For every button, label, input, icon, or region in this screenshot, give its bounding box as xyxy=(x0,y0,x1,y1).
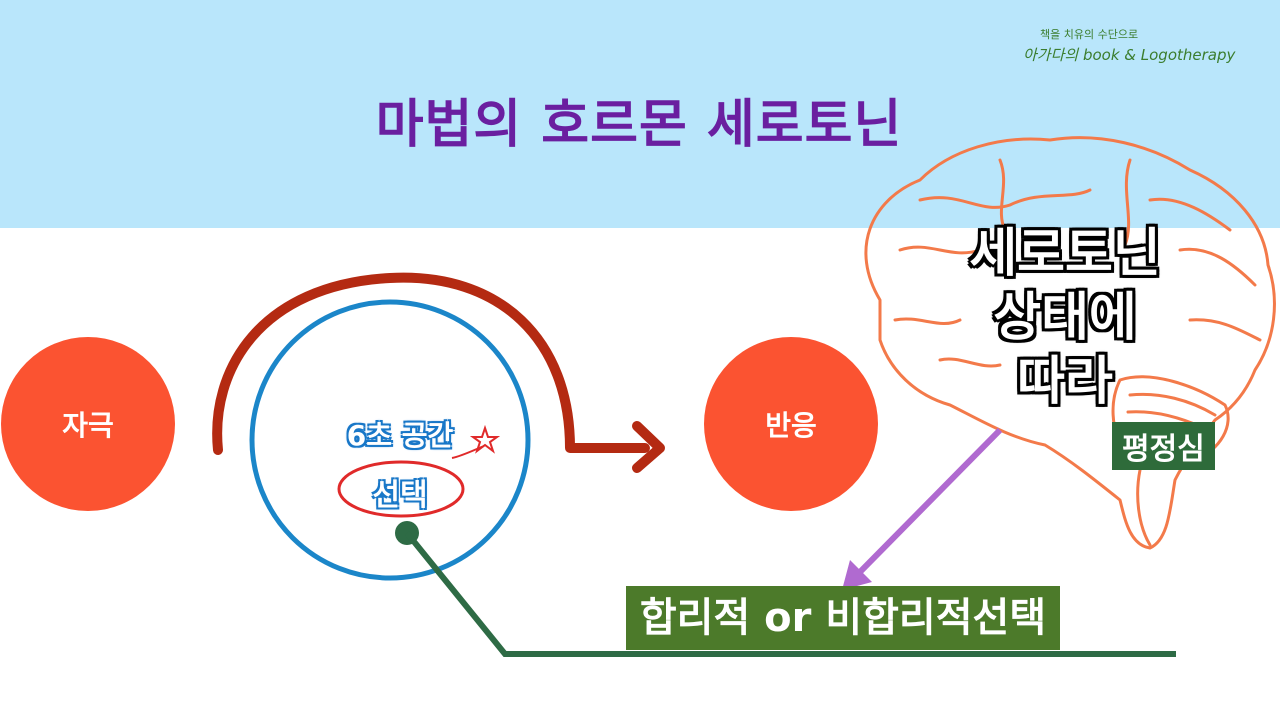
stimulus-node xyxy=(1,337,175,511)
purple-arrow-head xyxy=(842,560,872,590)
result-box: 합리적 or 비합리적선택 xyxy=(626,586,1060,650)
response-label: 반응 xyxy=(765,409,817,442)
calm-badge: 평정심 xyxy=(1112,422,1215,470)
green-connector xyxy=(404,531,1176,657)
purple-arrow-line xyxy=(855,427,1003,577)
arrow-head xyxy=(632,421,665,473)
brand-name: 아가다의 book & Logotherapy xyxy=(1023,46,1236,64)
brain-note-line3: 따라 xyxy=(1017,352,1113,412)
brain-stem xyxy=(1136,468,1152,547)
arc-arrow xyxy=(212,272,650,455)
brain-note: 세로토닌 상태에 따라 xyxy=(950,222,1180,414)
brain-outline xyxy=(864,136,1276,550)
cerebellum-line xyxy=(1128,392,1217,417)
brand-tagline: 책을 치유의 수단으로 xyxy=(1040,28,1139,41)
brain-fold xyxy=(1148,197,1232,232)
brain-fold xyxy=(898,245,982,255)
brain-fold xyxy=(1178,247,1257,287)
brain-note-line1: 세로토닌 xyxy=(969,224,1161,284)
brain-note-line2: 상태에 xyxy=(993,288,1137,348)
choice-circle xyxy=(249,299,531,581)
stimulus-label: 자극 xyxy=(62,409,114,442)
header-band xyxy=(0,0,1280,228)
brain-fold xyxy=(1123,158,1132,247)
gap-label: 6초 공간 xyxy=(346,419,454,452)
star-doodle-icon xyxy=(451,424,501,459)
choice-ellipse xyxy=(337,460,465,518)
page-title: 마법의 호르몬 세로토닌 xyxy=(375,95,903,155)
brain-fold xyxy=(918,188,1092,209)
brain-fold xyxy=(938,357,1002,368)
brain-fold xyxy=(998,158,1007,232)
response-node xyxy=(704,337,878,511)
brain-fold xyxy=(1188,318,1262,342)
choice-label: 선택 xyxy=(372,478,428,513)
brain-fold xyxy=(893,317,962,325)
